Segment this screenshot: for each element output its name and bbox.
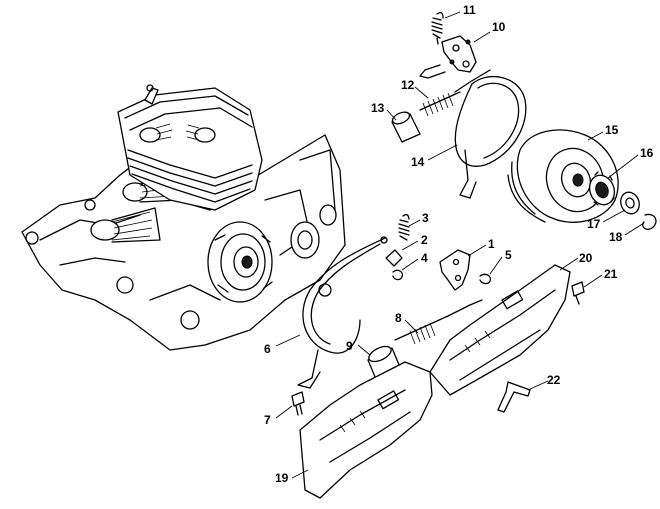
callout-16: 16 <box>640 146 654 160</box>
callout-10: 10 <box>492 20 506 34</box>
callout-20: 20 <box>579 251 593 265</box>
engine-cylinder <box>117 84 263 211</box>
brake-band-lower <box>297 236 388 389</box>
callout-14: 14 <box>411 155 425 169</box>
hand-guard-upper <box>429 264 571 396</box>
callout-15: 15 <box>605 123 619 137</box>
brake-lever-lower <box>439 249 471 291</box>
clutch-hub <box>207 221 273 303</box>
sleeve-small <box>385 249 403 267</box>
e-clip <box>642 213 657 230</box>
callout-6: 6 <box>264 342 271 356</box>
small-spring-lower <box>398 213 410 241</box>
callout-11: 11 <box>463 3 476 17</box>
spring-small <box>431 12 444 45</box>
callout-2: 2 <box>421 233 428 247</box>
callout-19: 19 <box>275 471 289 485</box>
callout-21: 21 <box>604 267 618 281</box>
callout-4: 4 <box>421 251 428 265</box>
brake-lever-assembly <box>419 35 477 79</box>
callout-17: 17 <box>587 217 601 231</box>
leader-lines <box>275 11 645 479</box>
callouts: 1 2 3 4 5 6 7 8 9 10 11 12 13 14 15 16 1… <box>264 3 654 485</box>
engine-crankcase <box>21 134 346 351</box>
screw-right <box>571 281 585 305</box>
callout-18: 18 <box>609 230 623 244</box>
bolt-lower <box>291 391 305 416</box>
hand-guard-lower <box>299 361 433 499</box>
callout-3: 3 <box>422 211 429 225</box>
callout-7: 7 <box>264 413 271 427</box>
callout-8: 8 <box>395 311 402 325</box>
sleeve-upper <box>391 111 421 143</box>
circlip-left <box>392 269 404 281</box>
callout-22: 22 <box>547 373 561 387</box>
callout-5: 5 <box>505 248 512 262</box>
rim-sprocket <box>588 171 616 206</box>
lever-small <box>497 381 531 413</box>
washer <box>620 191 640 215</box>
callout-13: 13 <box>371 101 385 115</box>
spring-lower <box>394 299 483 345</box>
brake-band-upper <box>454 75 527 199</box>
decompression-valve <box>139 123 216 143</box>
spring-brake <box>419 69 491 117</box>
callout-9: 9 <box>346 339 353 353</box>
callout-12: 12 <box>401 78 415 92</box>
callout-1: 1 <box>488 237 495 251</box>
circlip-right <box>479 273 492 285</box>
oil-pump-area <box>290 204 337 259</box>
